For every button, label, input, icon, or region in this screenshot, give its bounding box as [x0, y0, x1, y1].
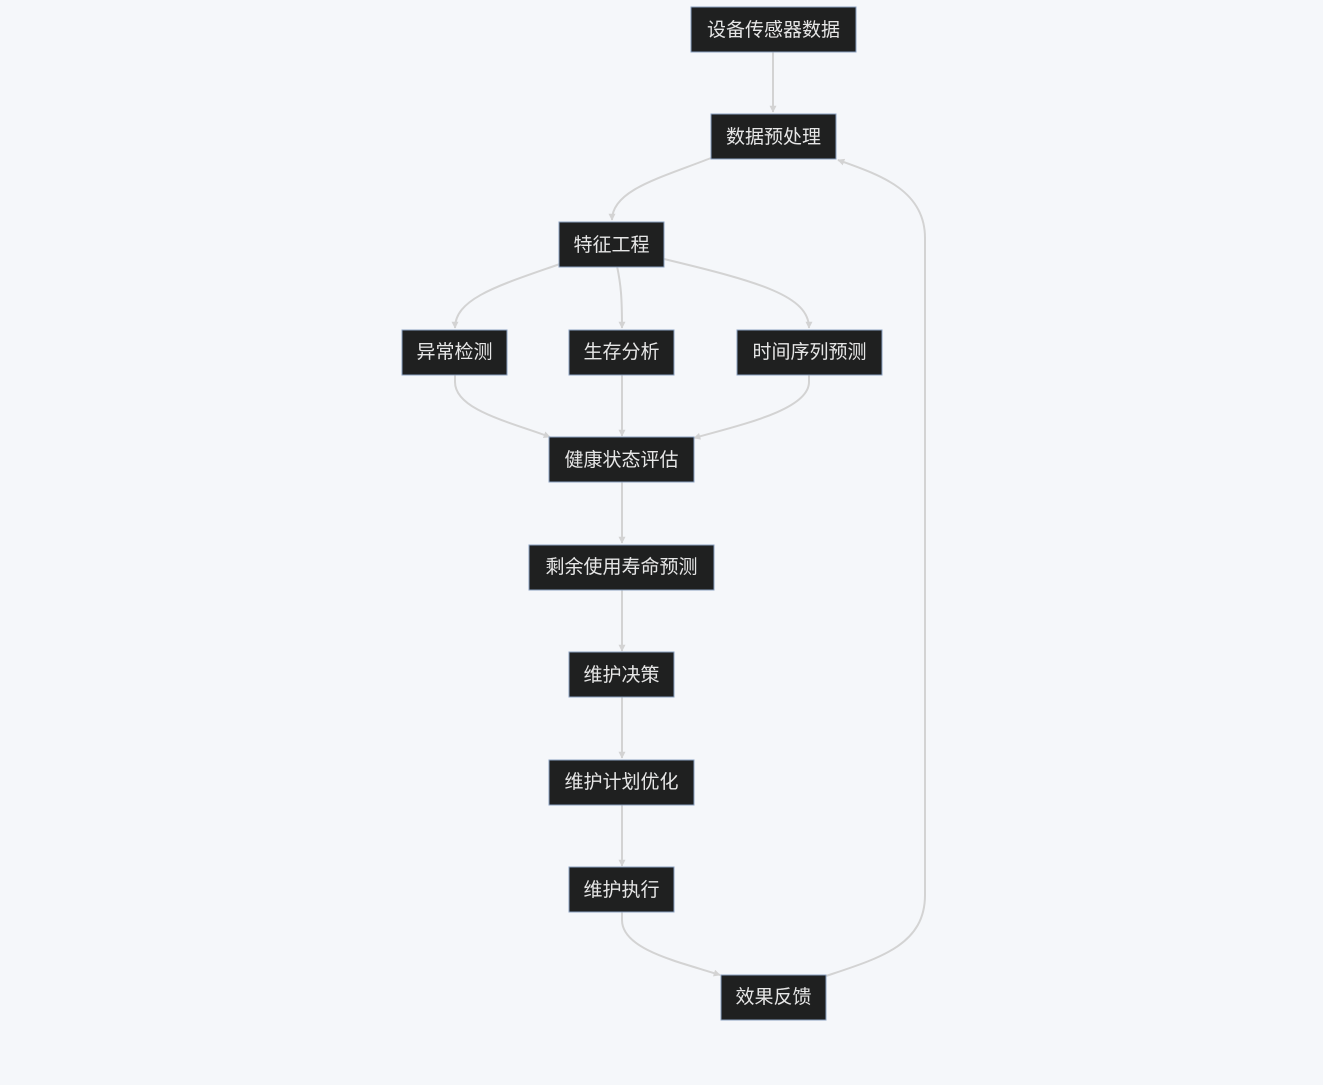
edges	[451, 52, 926, 977]
node-maintenance-plan-optimization: 维护计划优化	[548, 759, 695, 806]
edge-execution-to-feedback	[621, 912, 721, 977]
node-label: 设备传感器数据	[707, 19, 840, 41]
node-maintenance-execution: 维护执行	[568, 866, 675, 913]
node-label: 时间序列预测	[752, 341, 866, 363]
edge-feedback-to-preprocess	[825, 158, 926, 977]
edge-timeseries-to-health	[693, 374, 810, 440]
node-sensor-data: 设备传感器数据	[690, 6, 857, 53]
node-label: 剩余使用寿命预测	[545, 556, 697, 578]
edge-feature-to-timeseries	[663, 258, 813, 329]
node-time-series-forecast: 时间序列预测	[736, 329, 883, 376]
edge-feature-to-anomaly	[451, 263, 561, 329]
node-health-assessment: 健康状态评估	[548, 436, 695, 483]
node-label: 异常检测	[416, 341, 492, 363]
node-label: 健康状态评估	[564, 449, 678, 471]
node-preprocess: 数据预处理	[710, 113, 837, 160]
node-label: 维护计划优化	[564, 771, 678, 793]
node-label: 特征工程	[573, 234, 649, 256]
node-label: 维护决策	[583, 664, 659, 686]
node-effect-feedback: 效果反馈	[720, 974, 827, 1021]
edge-feature-to-survival	[616, 265, 626, 329]
nodes: 设备传感器数据 数据预处理 特征工程 异常检测 生存分析 时间序列预测 健康状态…	[401, 6, 883, 1021]
node-maintenance-decision: 维护决策	[568, 651, 675, 698]
edge-preprocess-to-feature	[608, 157, 712, 221]
node-survival-analysis: 生存分析	[568, 329, 675, 376]
node-rul-prediction: 剩余使用寿命预测	[528, 544, 715, 591]
edge-anomaly-to-health	[454, 374, 551, 439]
node-label: 生存分析	[583, 341, 659, 363]
node-label: 效果反馈	[735, 986, 811, 1008]
node-feature-engineering: 特征工程	[558, 221, 665, 268]
node-anomaly-detection: 异常检测	[401, 329, 508, 376]
node-label: 数据预处理	[726, 126, 821, 148]
node-label: 维护执行	[583, 879, 659, 901]
